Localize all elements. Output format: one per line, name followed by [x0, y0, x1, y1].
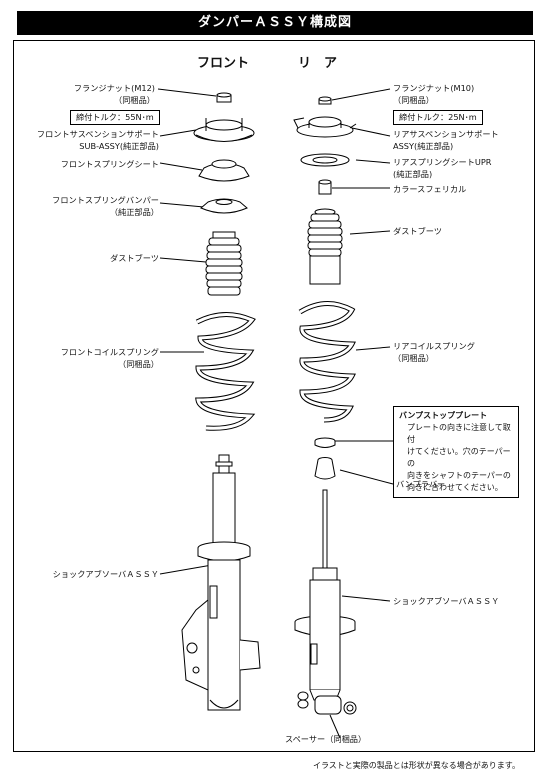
diagram-title: ダンパーＡＳＳＹ構成図 — [197, 15, 352, 30]
front-coil-spring-inner — [196, 313, 255, 430]
front-bumper-label: フロントスプリングバンパー （純正部品） — [52, 195, 159, 217]
rear-shock-label: ショックアブソーバＡＳＳＹ — [393, 596, 500, 606]
rear-collar-label: カラースフェリカル — [393, 184, 467, 194]
rear-shock-absorber — [294, 489, 357, 715]
front-coil-spring-label: フロントコイルスプリング （同梱品） — [60, 347, 159, 369]
rear-dust-boot — [307, 208, 343, 285]
rear-spring-seat — [300, 153, 350, 167]
front-spring-seat — [198, 159, 250, 182]
rear-bump-rubber — [314, 457, 336, 480]
rear-flange-nut-label: フランジナット(M10) （同梱品） — [393, 83, 475, 105]
front-dust-boot-label: ダストブーツ — [110, 253, 159, 263]
front-shock-absorber — [181, 454, 261, 711]
rear-suspension-support — [293, 116, 357, 138]
rear-spring-seat-label: リアスプリングシートUPR (純正部品) — [393, 157, 492, 179]
front-torque-box: 締付トルク：55N･m — [70, 110, 160, 125]
title-bar: ダンパーＡＳＳＹ構成図 — [17, 11, 533, 35]
note-body: プレートの向きに注意して取付 けてください。穴のテーパーの 向きをシャフトのテー… — [407, 423, 511, 492]
front-suspension-support — [193, 118, 255, 142]
rear-coil-spring-label: リアコイルスプリング （同梱品） — [393, 341, 475, 363]
front-spring-seat-label: フロントスプリングシート — [60, 159, 159, 169]
rear-bump-rubber-label: バンプラバー — [396, 479, 446, 489]
diagram-frame — [13, 40, 535, 752]
rear-bump-stop-plate — [314, 437, 336, 448]
footer-disclaimer: イラストと実際の製品とは形状が異なる場合があります。 — [312, 761, 520, 770]
rear-flange-nut — [318, 96, 332, 105]
rear-torque-box: 締付トルク：25N･m — [393, 110, 483, 125]
front-column-heading: フロント — [197, 56, 250, 71]
front-flange-nut — [216, 92, 232, 103]
front-spring-bumper — [200, 198, 248, 214]
front-coil-spring — [195, 312, 256, 431]
note-title: バンプストッププレート — [399, 411, 488, 420]
rear-dust-boot-label: ダストブーツ — [393, 226, 442, 236]
front-support-label: フロントサスペンションサポート SUB-ASSY(純正部品) — [36, 129, 159, 151]
rear-spacer-label: スペーサー（同梱品） — [285, 734, 367, 744]
front-shock-label: ショックアブソーバＡＳＳＹ — [52, 569, 159, 579]
rear-support-label: リアサスペンションサポート ASSY(純正部品) — [393, 129, 499, 151]
rear-collar — [318, 179, 332, 195]
rear-column-heading: リ ア — [298, 56, 338, 71]
rear-coil-spring — [298, 301, 356, 423]
rear-coil-spring-inner — [299, 302, 355, 422]
front-flange-nut-label: フランジナット(M12) （同梱品） — [73, 83, 155, 105]
bump-stop-plate-note: バンプストッププレート プレートの向きに注意して取付 けてください。穴のテーパー… — [393, 406, 519, 498]
front-dust-boot — [205, 231, 243, 296]
